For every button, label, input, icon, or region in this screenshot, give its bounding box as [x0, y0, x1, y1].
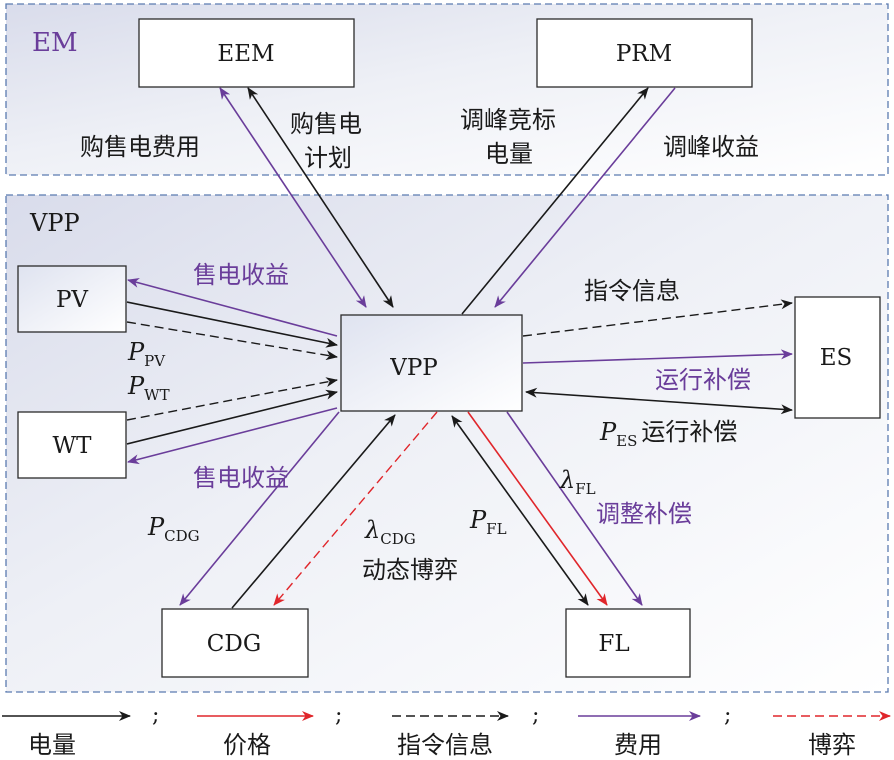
lambda-cdg-label: λCDG [364, 516, 416, 548]
wt-box [17, 411, 127, 479]
vpp-region [5, 194, 889, 693]
prm-bid-label-2: 电量 [485, 140, 533, 168]
wt-vpp-cmd-arrow [126, 377, 338, 421]
vpp-wt-income-arrow [127, 407, 338, 465]
vpp-es-cmd-arrow [522, 299, 793, 337]
eem-vpp-plan-arrow [247, 87, 394, 308]
vpp-label: VPP [389, 355, 438, 381]
pv-vpp-cmd-arrow [126, 321, 338, 361]
legend-sep-1: ; [152, 703, 159, 728]
cdg-game-label: 动态博弈 [362, 556, 458, 584]
es-cmd-label: 指令信息 [584, 277, 680, 305]
legend: ; ; ; ; 电量 价格 指令信息 费用 博弈 [2, 703, 891, 759]
vpp-es-power-arrow [525, 387, 793, 415]
eem-plan-label-1: 购售电 [290, 110, 362, 138]
pv-label: PV [56, 287, 88, 313]
cdg-label: CDG [207, 631, 261, 657]
p-wt-label: PWT [127, 372, 170, 404]
prm-box [536, 18, 753, 88]
legend-sep-3: ; [532, 703, 539, 728]
fl-label: FL [598, 631, 629, 657]
lambda-fl-label: λFL [559, 466, 596, 498]
fl-comp-label: 调整补偿 [596, 500, 692, 528]
eem-fee-label: 购售电费用 [80, 133, 200, 161]
fl-box [565, 608, 691, 678]
pv-income-label: 售电收益 [193, 261, 289, 289]
prm-vpp-income-arrow [494, 87, 676, 308]
em-region-label: EM [32, 28, 78, 58]
vpp-box [340, 314, 523, 412]
legend-label-fee: 费用 [614, 731, 662, 759]
cdg-vpp-power-arrow [231, 414, 396, 609]
cdg-box [161, 608, 309, 678]
prm-income-label: 调峰收益 [663, 133, 759, 161]
wt-vpp-power-arrow [126, 389, 338, 445]
eem-label: EEM [217, 41, 274, 67]
vpp-fl-comp-arrow [506, 411, 643, 606]
vpp-cdg-game-arrow [273, 411, 438, 606]
es-comp-label: 运行补偿 [655, 366, 751, 394]
es-box [794, 296, 881, 419]
eem-box [138, 18, 355, 88]
vpp-region-label: VPP [29, 209, 80, 237]
vpp-prm-bid-arrow [461, 87, 649, 315]
vpp-es-comp-arrow [522, 349, 793, 364]
legend-label-price: 价格 [223, 731, 271, 759]
vpp-fl-price-arrow [467, 411, 608, 606]
legend-label-cmd: 指令信息 [397, 731, 493, 759]
p-pv-label: PPV [127, 338, 166, 370]
legend-sep-4: ; [724, 703, 731, 728]
p-cdg-label: PCDG [147, 513, 200, 545]
legend-label-game: 博弈 [808, 731, 856, 759]
pv-box [17, 265, 127, 333]
es-label: ES [820, 345, 853, 371]
p-fl-label: PFL [469, 506, 507, 538]
wt-income-label: 售电收益 [193, 464, 289, 492]
legend-sep-2: ; [335, 703, 342, 728]
prm-bid-label-1: 调峰竞标 [460, 106, 556, 134]
vpp-cdg-fee-arrow [179, 411, 340, 606]
eem-plan-label-2: 计划 [304, 144, 352, 172]
pv-vpp-power-arrow [126, 301, 338, 348]
prm-label: PRM [616, 41, 672, 67]
wt-label: WT [53, 433, 93, 459]
vpp-fl-power-arrow [451, 415, 589, 606]
vpp-pv-income-arrow [127, 278, 338, 337]
legend-label-power: 电量 [28, 731, 76, 759]
